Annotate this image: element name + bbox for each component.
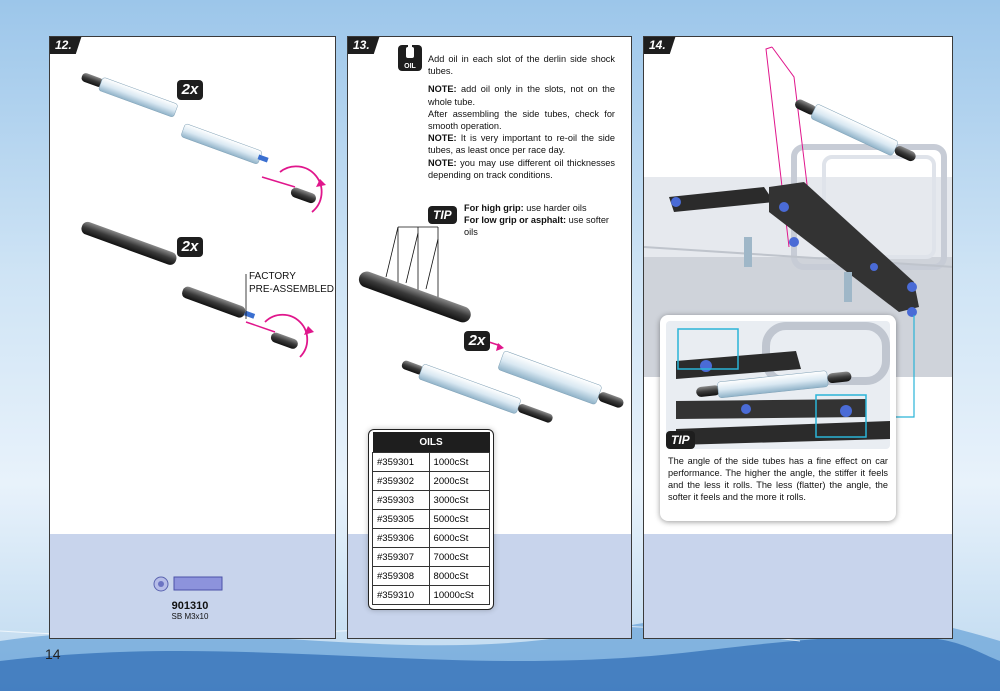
instructions-text: Add oil in each slot of the derlin side … [428,53,615,181]
tip-text: The angle of the side tubes has a fine e… [668,456,888,502]
shock-tube-exploded-diagram [81,73,326,358]
after-text: After assembling the side tubes, check f… [428,108,615,132]
note-2: NOTE: It is very important to re-oil the… [428,133,615,156]
oils-table-title: OILS [372,432,490,453]
parts-area [644,534,952,638]
part-description: SB M3x10 [171,612,209,621]
factory-label: FACTORY PRE-ASSEMBLED [249,271,335,295]
quantity-badge: 2x [464,331,490,351]
side-tube-oil-diagram [358,226,624,423]
oil-bottle-icon: OIL [398,45,422,71]
page-number: 14 [45,646,61,662]
parts-area: 901310 SB M3x10 [50,534,335,638]
tip-closeup-image [666,321,890,449]
step-number: 12. [50,37,82,54]
note-3: NOTE: you may use different oil thicknes… [428,157,615,180]
quantity-badge: 2x [177,80,203,100]
part-number: 901310 [171,600,209,612]
oil-drop-icon [406,45,414,58]
tip-badge: TIP [666,431,695,449]
note-1: NOTE: add oil only in the slots, not on … [428,84,615,107]
intro-text: Add oil in each slot of the derlin side … [428,54,615,77]
screw-part-image [153,576,223,592]
part-caption: 901310 SB M3x10 [155,600,225,621]
tip-card: TIP The angle of the side tubes has a fi… [660,315,896,521]
quantity-badge: 2x [177,237,203,257]
step-12-panel: 12. [49,36,336,639]
step-13-panel: 13. OIL Add oil in each slot of the derl… [347,36,632,639]
step-14-panel: 14. [643,36,953,639]
step-number: 13. [348,37,380,54]
tip-text: For high grip: use harder oils For low g… [464,203,609,237]
tip-badge: TIP [428,206,457,224]
step-number: 14. [644,37,676,54]
